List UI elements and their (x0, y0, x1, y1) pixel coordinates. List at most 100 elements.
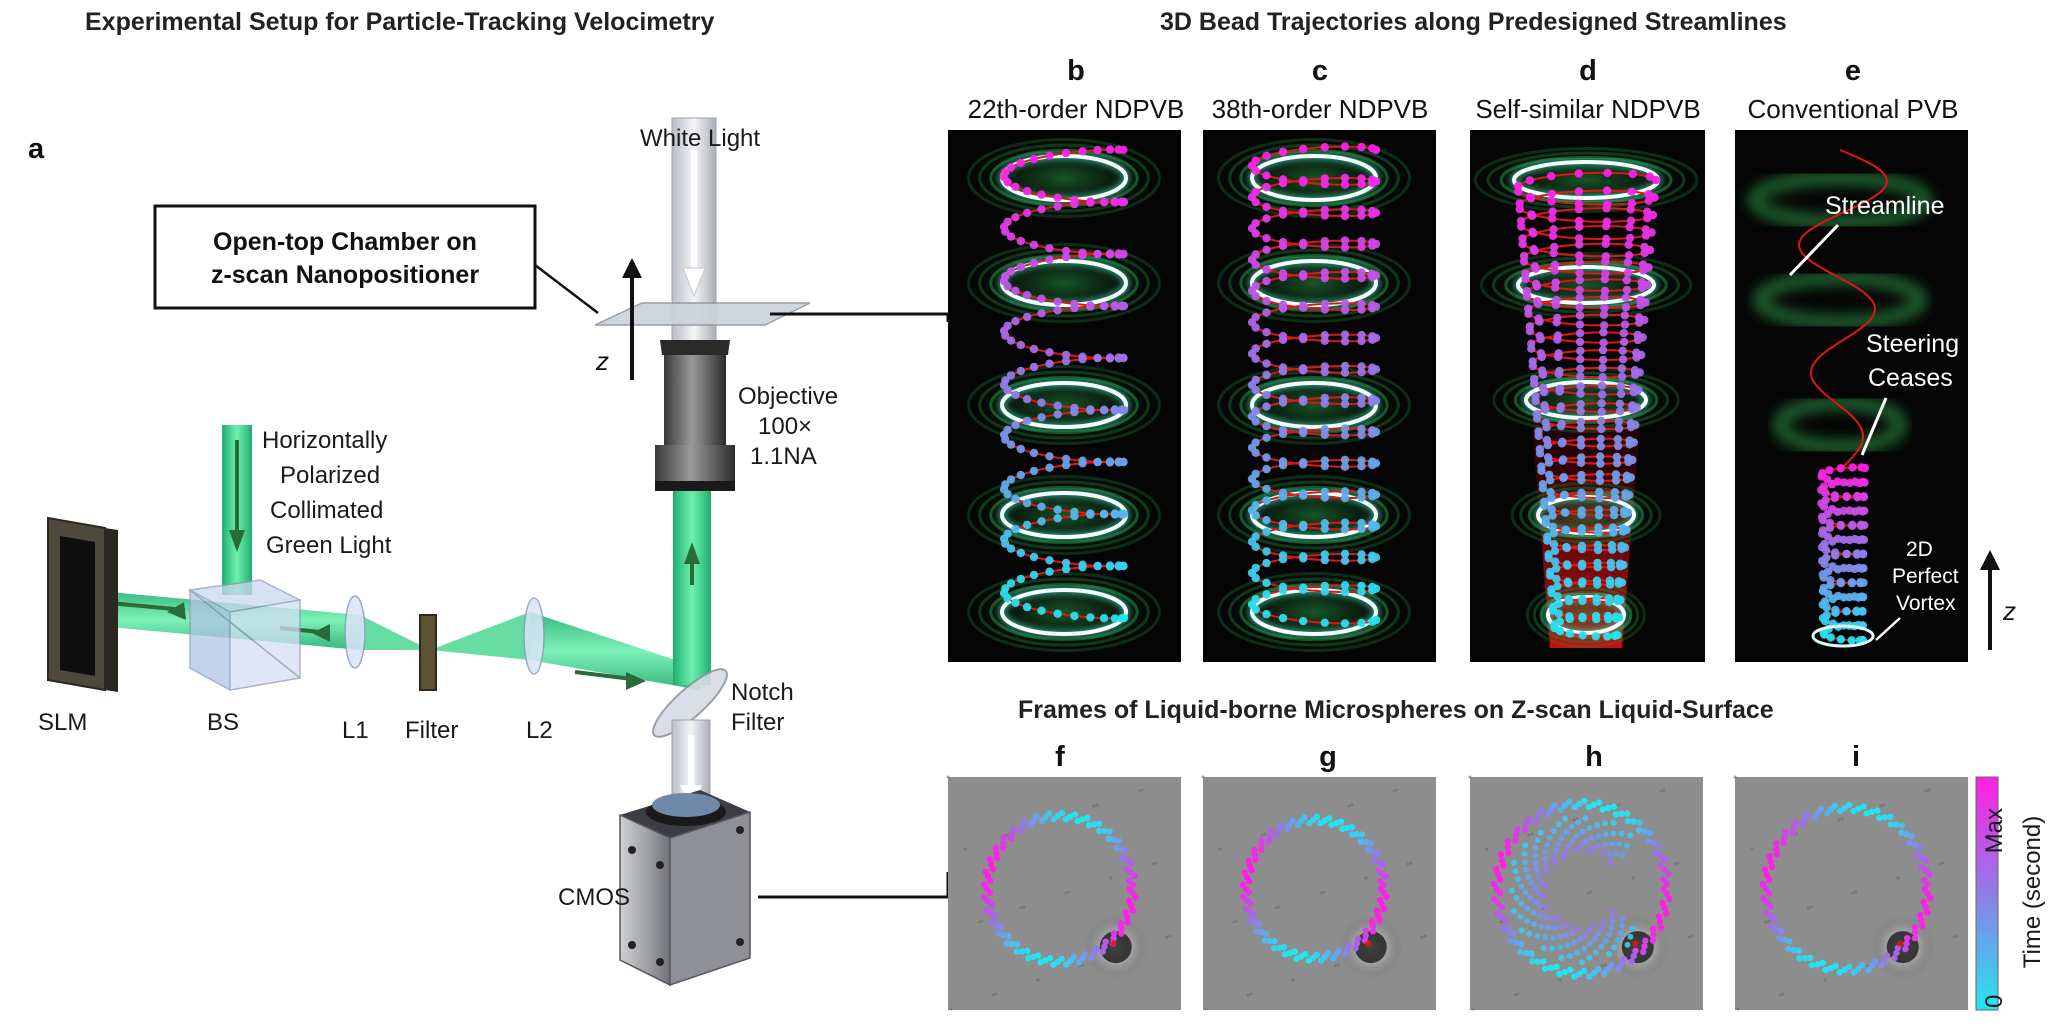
helix-b-bead (1003, 529, 1012, 538)
helix-e-bead (1854, 593, 1863, 602)
helix-d-bead (1551, 300, 1561, 310)
frame-particle-h (1650, 926, 1657, 933)
frame-particle-inner-h (1558, 923, 1565, 930)
frame-noise (1952, 935, 1956, 939)
helix-d-bead (1625, 222, 1634, 232)
helix-b-bead (1016, 574, 1025, 584)
beam-ring-d-2-fringe (1502, 371, 1670, 429)
frame-particle-f (1013, 941, 1021, 948)
helix-d-bead (1608, 545, 1617, 554)
helix-d-bead (1619, 328, 1629, 338)
frame-noise (1092, 804, 1096, 808)
helix-d-bead (1610, 493, 1620, 502)
helix-c-bead (1262, 370, 1271, 380)
helix-c-bead (1278, 300, 1288, 309)
helix-c-bead (1340, 587, 1350, 597)
helix-c-bead (1357, 399, 1366, 408)
helix-c-bead (1262, 296, 1271, 306)
helix-c-bead (1340, 493, 1350, 503)
helix-c-bead (1320, 399, 1330, 408)
helix-c-bead (1340, 142, 1350, 151)
helix-c-bead (1262, 496, 1271, 505)
frame-particle-h (1504, 927, 1512, 934)
helix-b-bead (1093, 561, 1102, 571)
helix-d-bead (1602, 186, 1612, 195)
frame-particle-inner-h (1595, 832, 1602, 839)
frame-particle-inner-h (1610, 912, 1616, 919)
beam-ring-d-4-fringe (1486, 151, 1686, 209)
frame-particle-inner-h (1598, 943, 1605, 950)
helix-c-bead (1320, 273, 1330, 283)
frame-particle-h (1655, 842, 1662, 849)
frame-particle-i (1765, 890, 1773, 897)
helix-d-bead (1593, 545, 1603, 555)
frame-noise (1941, 861, 1945, 865)
frame-particle-inner-h (1577, 936, 1584, 942)
helix-d-bead (1525, 322, 1535, 331)
frame-particle-f (1085, 822, 1093, 829)
helix-c-bead (1320, 211, 1330, 220)
frame-particle-h (1630, 953, 1637, 960)
helix-d-bead (1601, 252, 1611, 261)
helix-d-bead (1591, 632, 1601, 641)
frame-particle-inner-h (1609, 906, 1616, 913)
frame-noise (1168, 934, 1172, 938)
frame-particle-h (1657, 924, 1665, 931)
frame-particle-h (1494, 900, 1502, 907)
frame-particle-h (1646, 829, 1654, 837)
helix-b-bead (1022, 416, 1032, 426)
frame-noise (1336, 963, 1340, 967)
helix-c-bead (1357, 487, 1366, 496)
frame-particle-i (1762, 885, 1770, 892)
frame-particle-inner-h (1600, 851, 1607, 858)
frame-particle-i (1819, 959, 1826, 967)
helix-d-bead (1622, 285, 1632, 295)
helix-b-bead (1053, 505, 1062, 514)
helix-c-bead (1251, 438, 1260, 447)
helix-c-bead (1320, 461, 1330, 471)
frame-particle-g (1267, 828, 1275, 835)
frame-particle-g (1380, 905, 1388, 913)
frame-particle-i (1883, 952, 1891, 959)
helix-d-bead (1598, 345, 1608, 355)
notch-label-1: Notch (731, 679, 794, 706)
frame-particle-i (1903, 940, 1910, 947)
helix-b-bead (1029, 466, 1039, 476)
helix-d-bead (1525, 192, 1535, 202)
helix-b-bead (1061, 564, 1071, 574)
frame-particle-i (1766, 876, 1773, 884)
panel-letter-d: d (1579, 55, 1597, 87)
helix-b-bead (1045, 359, 1054, 368)
frame-particle-inner-h (1533, 866, 1540, 873)
helix-b-bead (1078, 248, 1087, 257)
helix-b-bead (1078, 352, 1087, 361)
frame-particle-inner-h (1543, 904, 1550, 911)
frame-particle-g (1305, 957, 1312, 964)
frame-particle-f (1030, 953, 1037, 961)
helix-b-bead (1061, 454, 1071, 464)
helix-d-bead (1643, 214, 1652, 223)
notch-label-2: Filter (731, 709, 784, 736)
helix-d-bead (1539, 383, 1548, 393)
helix-d-bead (1531, 392, 1540, 401)
helix-b-bead (1006, 232, 1016, 241)
frame-particle-inner-h (1562, 815, 1568, 822)
helix-b-bead (1119, 145, 1128, 154)
frame-noise (1617, 803, 1621, 807)
helix-c-bead (1357, 430, 1366, 440)
helix-d-bead (1621, 492, 1630, 501)
frame-particle-inner-h (1547, 834, 1553, 841)
panel-letter-i: i (1852, 741, 1860, 773)
beam-ring-b-2-fringe (989, 376, 1139, 434)
helix-c-bead (1357, 305, 1366, 314)
frame-particle-f (1101, 827, 1108, 835)
helix-d-bead (1575, 303, 1584, 312)
helix-d-bead (1528, 227, 1537, 236)
helix-b-bead (1070, 611, 1079, 621)
helix-d-bead (1598, 390, 1607, 399)
frame-particle-g (1266, 833, 1273, 840)
frame-noise (1485, 847, 1489, 851)
beam-ring-d-0-fringe (1532, 586, 1640, 644)
helix-b-bead (1003, 425, 1012, 434)
